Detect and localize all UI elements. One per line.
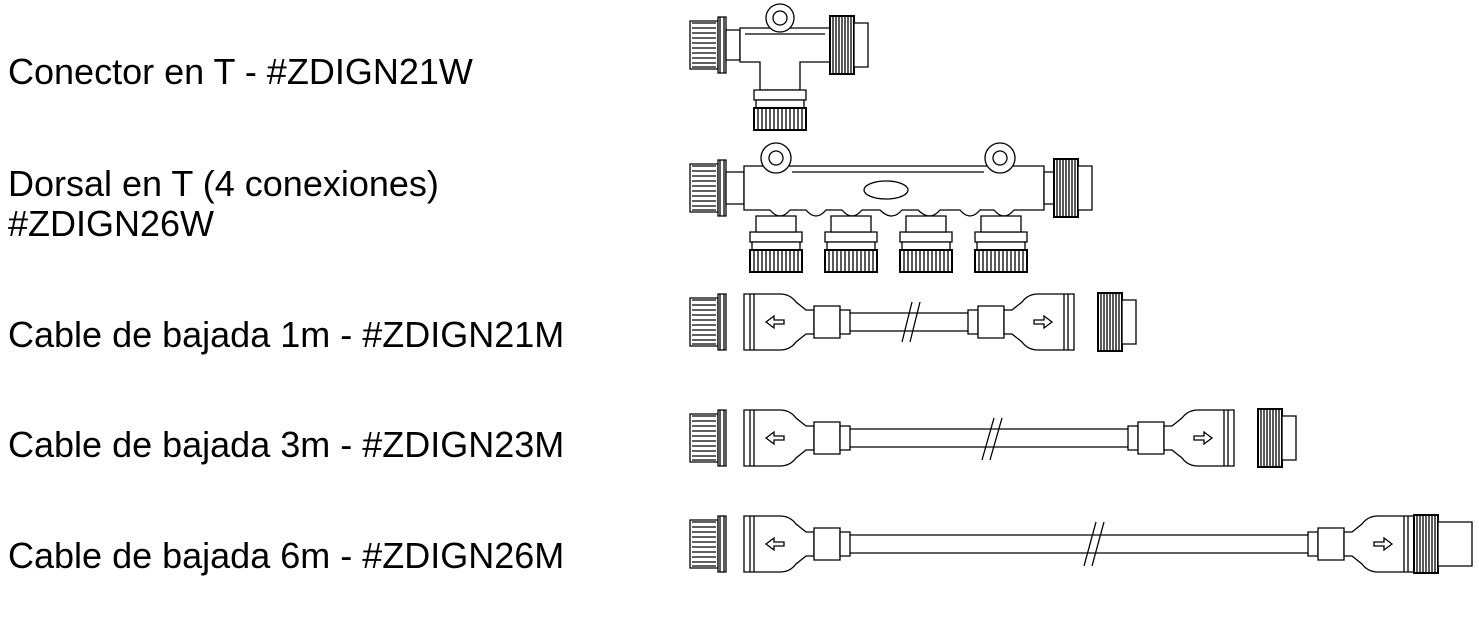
product-label-backbone: Dorsal en T (4 conexiones) bbox=[8, 163, 439, 204]
product-label-drop-cable-6m: Cable de bajada 6m - #ZDIGN26M bbox=[8, 535, 565, 576]
four-port-backbone-drawing bbox=[689, 143, 1093, 273]
product-label-drop-cable-3m: Cable de bajada 3m - #ZDIGN23M bbox=[8, 424, 565, 465]
product-label-t-connector: Conector en T - #ZDIGN21W bbox=[8, 51, 473, 92]
drop-cable-1m-drawing bbox=[689, 292, 1137, 352]
drop-cable-6m-drawing bbox=[689, 515, 1472, 573]
drop-cable-3m-drawing bbox=[689, 408, 1297, 468]
product-label-backbone-code: #ZDIGN26W bbox=[8, 203, 215, 244]
t-connector-drawing bbox=[689, 4, 869, 131]
product-label-drop-cable-1m: Cable de bajada 1m - #ZDIGN21M bbox=[8, 314, 565, 355]
